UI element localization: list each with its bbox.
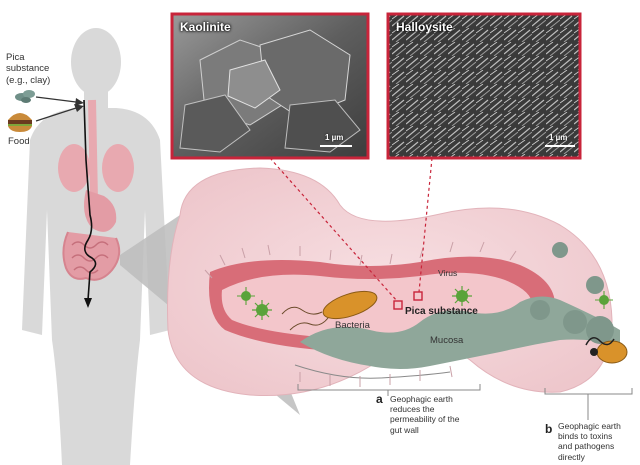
caption-b-line1: Geophagic earth: [558, 421, 621, 431]
food-arrow: [35, 107, 77, 122]
caption-b-bracket: [544, 388, 633, 420]
caption-b-letter: b: [545, 422, 553, 436]
caption-a: Geophagic earth reduces the permeability…: [390, 394, 459, 435]
halloysite-title: Halloysite: [396, 20, 453, 34]
mucosa-label: Mucosa: [430, 335, 464, 346]
virus-icon-3: [237, 287, 255, 305]
caption-b-line2: binds to toxins: [558, 431, 613, 442]
virus-icon: [452, 286, 472, 306]
pica-substance-label: Pica substance: [405, 306, 478, 317]
clay-pellets-icon: [15, 90, 35, 103]
caption-a-line4: gut wall: [390, 424, 419, 435]
kaolinite-title: Kaolinite: [180, 20, 231, 34]
halloysite-scale-label: 1 µm: [549, 133, 568, 142]
esophagus: [88, 99, 98, 201]
caption-b-line4: directly: [558, 451, 585, 462]
caption-a-bracket: [297, 384, 481, 396]
lungs: [58, 144, 134, 192]
caption-a-line3: permeability of the: [390, 414, 460, 425]
halloysite-micrograph: [386, 12, 582, 160]
virus-icon-2: [252, 300, 272, 320]
halloysite-leader: [418, 157, 433, 293]
pica-label-line2: substance: [6, 63, 50, 75]
halloysite-sample-marker: [413, 291, 423, 301]
kaolinite-scale-label: 1 µm: [325, 133, 344, 142]
virus-label: Virus: [438, 268, 458, 278]
food-label: Food: [8, 136, 30, 147]
bacteria-label: Bacteria: [335, 320, 370, 331]
virus-icon-4: [595, 291, 613, 309]
kaolinite-sample-marker: [393, 300, 403, 310]
caption-a-line2: reduces the: [390, 404, 435, 415]
exit-arrowhead-icon: [84, 298, 92, 308]
human-silhouette: [22, 28, 170, 465]
digestion-path-arrow: [83, 99, 97, 301]
kaolinite-leader: [269, 157, 398, 302]
bacterium-icon: [281, 290, 378, 331]
pica-label-line1: Pica: [6, 52, 25, 63]
intestine-cross-section: [167, 167, 628, 397]
food-arrowhead-icon: [74, 104, 84, 112]
intestines: [62, 231, 121, 281]
caption-a-line1: Geophagic earth: [390, 394, 453, 404]
pica-arrowhead-icon: [75, 98, 84, 106]
caption-a-letter: a: [376, 392, 383, 406]
pica-label-line3: (e.g., clay): [6, 74, 51, 86]
kaolinite-micrograph: [170, 12, 370, 160]
burger-icon: [8, 113, 32, 132]
bacterium-b-icon: [585, 337, 628, 364]
caption-b-line3: and pathogens: [558, 441, 615, 452]
caption-b: Geophagic earth binds to toxins and path…: [558, 421, 621, 462]
pica-label: Pica substance (e.g., clay): [6, 52, 50, 86]
pica-arrow: [35, 96, 77, 103]
